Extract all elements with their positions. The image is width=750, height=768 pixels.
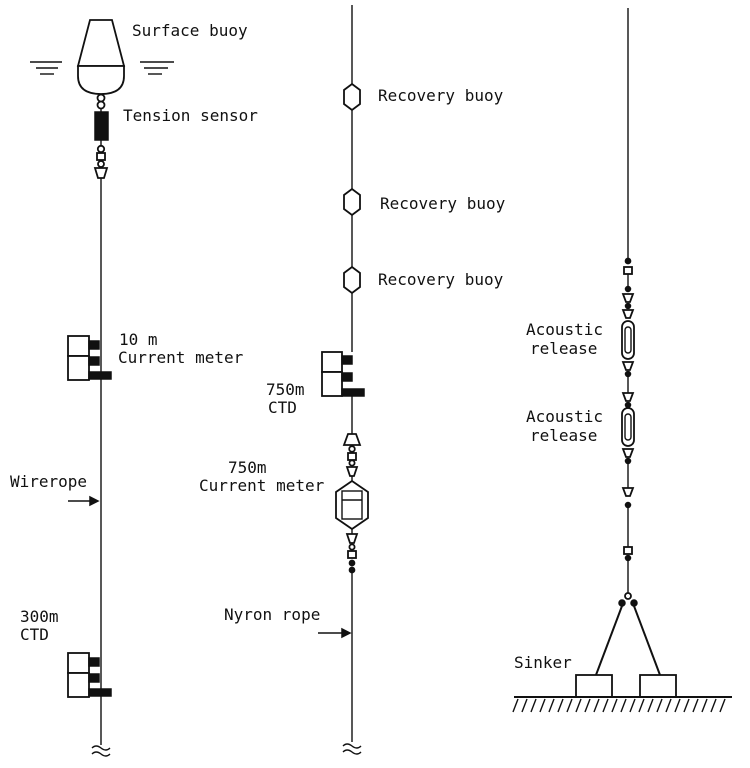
ctd-300m-name-label: CTD bbox=[20, 625, 49, 644]
recovery-buoy-2-label: Recovery buoy bbox=[380, 194, 506, 213]
nylon-rope-arrow-icon bbox=[318, 627, 352, 639]
seabed-icon bbox=[512, 696, 732, 713]
shackle-icon bbox=[342, 433, 362, 477]
acoustic-release-1-line2-label: release bbox=[530, 339, 597, 358]
recovery-buoy-1-label: Recovery buoy bbox=[378, 86, 504, 105]
shackle-icon bbox=[345, 533, 359, 574]
seabed-hatch bbox=[566, 698, 573, 713]
current-meter-750m-icon bbox=[335, 479, 369, 531]
tension-sensor-icon bbox=[94, 111, 109, 141]
seabed-hatch bbox=[674, 698, 681, 713]
seabed-hatch bbox=[692, 698, 699, 713]
ctd-300m-depth-label: 300m bbox=[20, 607, 59, 626]
recovery-buoy-3-label: Recovery buoy bbox=[378, 270, 504, 289]
ctd-750m-depth-label: 750m bbox=[266, 380, 305, 399]
recovery-buoy-icon bbox=[343, 187, 361, 217]
current-meter-10m-name-label: Current meter bbox=[118, 348, 244, 367]
seabed-hatch bbox=[629, 698, 636, 713]
rope-break-icon bbox=[91, 745, 111, 757]
acoustic-release-2-line2-label: release bbox=[530, 426, 597, 445]
mooring-column-middle bbox=[318, 5, 369, 755]
seabed-hatch bbox=[638, 698, 645, 713]
chain-icon bbox=[96, 93, 106, 112]
current-meter-750m-depth-label: 750m bbox=[228, 458, 267, 477]
seabed-hatch bbox=[701, 698, 708, 713]
seabed-hatch bbox=[557, 698, 564, 713]
acoustic-release-2-line1-label: Acoustic bbox=[526, 407, 603, 426]
labels: Surface buoy Tension sensor 10 m Current… bbox=[10, 21, 603, 672]
seabed-hatch bbox=[593, 698, 600, 713]
seabed-hatch bbox=[620, 698, 627, 713]
sinker-label: Sinker bbox=[514, 653, 572, 672]
wirerope-arrow-icon bbox=[68, 495, 100, 507]
seabed-hatch bbox=[665, 698, 672, 713]
seabed-hatch bbox=[521, 698, 528, 713]
shackle-icon bbox=[93, 140, 109, 179]
seabed-hatch bbox=[512, 698, 519, 713]
mooring-column-left bbox=[30, 19, 174, 757]
seabed-hatch bbox=[647, 698, 654, 713]
acoustic-release-1-line1-label: Acoustic bbox=[526, 320, 603, 339]
mooring-column-right bbox=[512, 8, 732, 713]
seabed-hatch bbox=[602, 698, 609, 713]
seabed-hatch bbox=[656, 698, 663, 713]
current-meter-750m-name-label: Current meter bbox=[199, 476, 325, 495]
seabed-hatch bbox=[575, 698, 582, 713]
seabed-hatch bbox=[611, 698, 618, 713]
surface-buoy-icon bbox=[76, 19, 126, 95]
rope-break-icon bbox=[342, 743, 362, 755]
recovery-buoy-icon bbox=[343, 265, 361, 295]
ctd-750m-name-label: CTD bbox=[268, 398, 297, 417]
seabed-hatch bbox=[539, 698, 546, 713]
water-surface-icon bbox=[30, 61, 174, 75]
current-meter-10m-icon bbox=[67, 335, 112, 381]
seabed-hatch bbox=[548, 698, 555, 713]
tension-sensor-label: Tension sensor bbox=[123, 106, 258, 125]
junction-icon bbox=[618, 592, 638, 607]
seabed-hatch bbox=[719, 698, 726, 713]
recovery-buoy-icon bbox=[343, 82, 361, 112]
ctd-300m-icon bbox=[67, 652, 112, 698]
seabed-hatch bbox=[584, 698, 591, 713]
sinker-icon bbox=[575, 674, 677, 698]
nylon-rope-label: Nyron rope bbox=[224, 605, 320, 624]
wirerope-label: Wirerope bbox=[10, 472, 87, 491]
seabed-hatch bbox=[683, 698, 690, 713]
ctd-750m-icon bbox=[321, 351, 365, 397]
seabed-hatch bbox=[530, 698, 537, 713]
current-meter-10m-depth-label: 10 m bbox=[119, 330, 158, 349]
seabed-hatch bbox=[710, 698, 717, 713]
surface-buoy-label: Surface buoy bbox=[132, 21, 248, 40]
